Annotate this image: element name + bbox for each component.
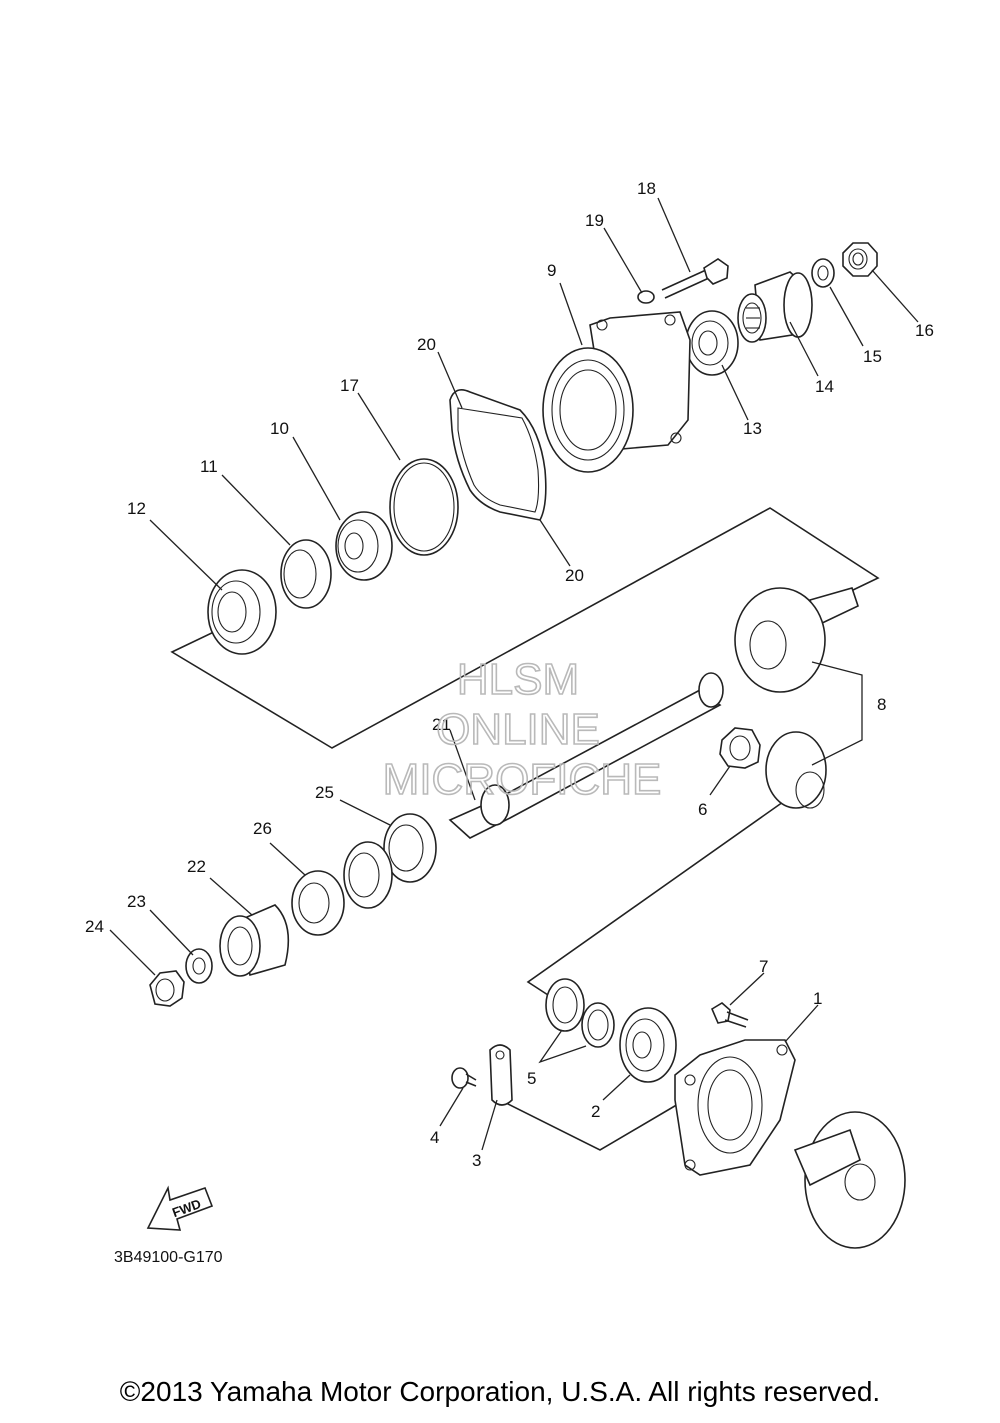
callout-9: 9 xyxy=(547,261,556,280)
part-15-washer xyxy=(811,258,835,288)
callout-10: 10 xyxy=(270,419,289,438)
part-11-spline xyxy=(280,539,332,609)
callout-25: 25 xyxy=(315,783,334,802)
bottom-group-line xyxy=(499,1099,686,1151)
part-3-plate xyxy=(489,1044,513,1106)
watermark-line-3: MICROFICHE xyxy=(383,755,662,804)
watermark-line-1: HLSM xyxy=(457,655,579,704)
part-collar xyxy=(219,904,290,977)
part-17-o-ring xyxy=(389,458,459,556)
part-1-housing xyxy=(674,1039,796,1176)
part-16-nut xyxy=(842,242,878,277)
callout-22: 22 xyxy=(187,857,206,876)
part-18-bolt xyxy=(661,258,729,299)
callout-8: 8 xyxy=(877,695,886,714)
callout-12: 12 xyxy=(127,499,146,518)
fwd-arrow-icon: FWD xyxy=(146,1185,214,1231)
part-14-collar xyxy=(737,271,813,343)
callout-17: 17 xyxy=(340,376,359,395)
part-19-washer xyxy=(637,290,655,304)
callout-19: 19 xyxy=(585,211,604,230)
part-21-shaft xyxy=(448,672,724,839)
upper-group-line xyxy=(170,507,880,749)
part-24-nut xyxy=(149,970,185,1007)
callout-labels: 18 19 9 16 15 14 13 20 20 17 10 11 12 8 … xyxy=(85,179,934,1170)
callout-5: 5 xyxy=(527,1069,536,1088)
watermark: HLSM ONLINE MICROFICHE xyxy=(382,654,662,805)
part-8-bevel-gear-set xyxy=(734,587,859,809)
part-5-shims xyxy=(545,978,615,1048)
callout-14: 14 xyxy=(815,377,834,396)
diagram-code: 3B49100-G170 xyxy=(114,1249,223,1266)
driven-gear xyxy=(793,1111,906,1249)
callout-1: 1 xyxy=(813,989,822,1008)
callout-4: 4 xyxy=(430,1128,439,1147)
watermark-line-2: ONLINE xyxy=(436,705,600,754)
part-9-housing xyxy=(542,311,691,473)
callout-24: 24 xyxy=(85,917,104,936)
copyright-notice: ©2013 Yamaha Motor Corporation, U.S.A. A… xyxy=(119,1376,881,1407)
part-13-bearing xyxy=(685,310,739,376)
part-4-screw xyxy=(451,1067,477,1089)
part-20-gasket xyxy=(449,389,547,521)
part-23-washer xyxy=(185,948,213,984)
lower-group-line xyxy=(526,789,801,996)
callout-20-bottom: 20 xyxy=(565,566,584,585)
callout-18: 18 xyxy=(637,179,656,198)
callout-13: 13 xyxy=(743,419,762,438)
part-6-nut xyxy=(719,727,761,769)
callout-23: 23 xyxy=(127,892,146,911)
part-26-ring xyxy=(343,841,393,909)
part-12-bearing xyxy=(207,569,277,655)
callout-2: 2 xyxy=(591,1102,600,1121)
part-25-bearing xyxy=(383,813,437,883)
part-7-bolt xyxy=(710,1002,749,1028)
callout-7: 7 xyxy=(759,957,768,976)
leader-lines xyxy=(109,197,919,1151)
part-2-bearing xyxy=(619,1007,677,1083)
callout-3: 3 xyxy=(472,1151,481,1170)
callout-6: 6 xyxy=(698,800,707,819)
callout-16: 16 xyxy=(915,321,934,340)
callout-15: 15 xyxy=(863,347,882,366)
callout-26: 26 xyxy=(253,819,272,838)
part-22-oil-seal xyxy=(291,870,345,936)
part-10-bearing xyxy=(335,511,393,581)
callout-20-top: 20 xyxy=(417,335,436,354)
callout-21: 21 xyxy=(432,715,451,734)
callout-11: 11 xyxy=(200,457,218,476)
